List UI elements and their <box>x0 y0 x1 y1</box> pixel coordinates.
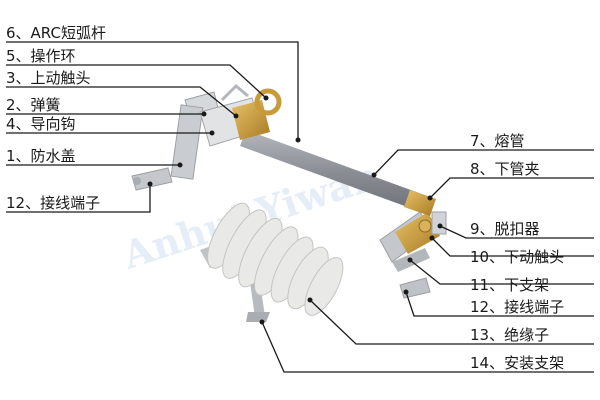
lower-contact <box>395 212 440 254</box>
insulator <box>207 202 344 316</box>
fuse-tube <box>240 130 430 213</box>
label-lower-contact: 10、下动触头 <box>470 248 564 266</box>
label-upper-contact: 3、上动触头 <box>6 69 91 87</box>
label-operating-ring: 5、操作环 <box>6 47 76 65</box>
label-fuse-tube: 7、熔管 <box>470 132 525 150</box>
label-terminal-lower: 12、接线端子 <box>470 298 564 316</box>
label-guide-hook: 4、导向钩 <box>6 115 76 133</box>
label-release: 9、脱扣器 <box>470 220 540 238</box>
label-terminal-upper: 12、接线端子 <box>6 194 100 212</box>
lower-terminal <box>399 277 431 299</box>
lower-tube-clamp <box>404 190 436 216</box>
label-lower-tube-clamp: 8、下管夹 <box>470 160 540 178</box>
leader-lines <box>6 41 594 373</box>
label-mounting-bracket: 14、安装支架 <box>470 354 564 372</box>
label-arc-rod: 6、ARC短弧杆 <box>6 24 106 42</box>
labels-right: 7、熔管 8、下管夹 9、脱扣器 10、下动触头 11、下支架 12、接线端子 … <box>470 132 564 372</box>
release-mechanism <box>431 211 447 235</box>
upper-terminal <box>131 167 173 191</box>
label-lower-bracket: 11、下支架 <box>470 276 549 294</box>
label-spring: 2、弹簧 <box>6 96 61 114</box>
labels-left: 6、ARC短弧杆 5、操作环 3、上动触头 2、弹簧 4、导向钩 1、防水盖 1… <box>6 24 106 212</box>
label-waterproof-cover: 1、防水盖 <box>6 147 76 165</box>
upper-assembly <box>170 83 282 180</box>
label-insulator: 13、绝缘子 <box>470 326 549 344</box>
